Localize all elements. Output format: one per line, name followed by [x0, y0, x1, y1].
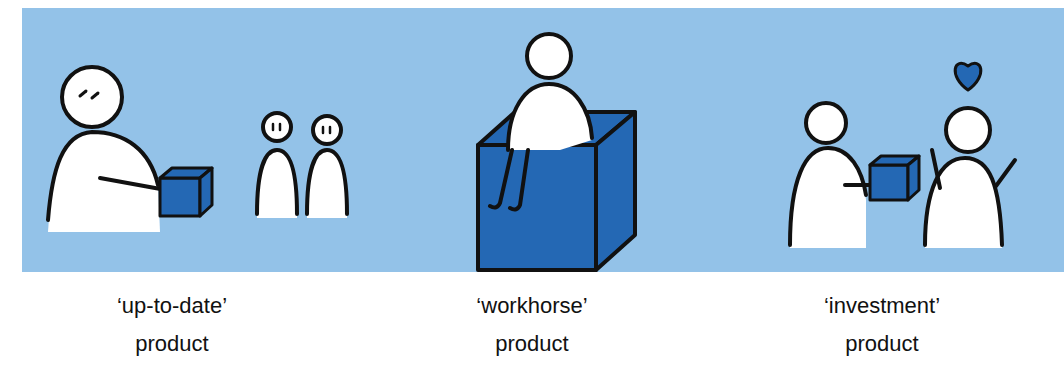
body-outline	[790, 148, 866, 245]
caption-label: ‘workhorse’ product	[447, 287, 617, 363]
body-outline	[508, 84, 592, 150]
body-fill	[48, 132, 160, 232]
body-fill	[508, 84, 592, 150]
box-side	[908, 156, 919, 200]
cube-front	[478, 145, 596, 270]
workhorse-figure	[478, 34, 635, 270]
arm	[845, 183, 872, 187]
receiver-figure	[925, 63, 1015, 248]
head	[527, 34, 571, 78]
eye	[80, 91, 86, 96]
body-outline	[307, 150, 347, 214]
head	[946, 108, 990, 152]
body-fill	[257, 150, 297, 218]
eye	[329, 127, 332, 133]
box-side	[200, 168, 212, 216]
box-front	[870, 165, 908, 200]
eye	[92, 93, 98, 98]
head	[313, 116, 341, 144]
eye	[279, 124, 282, 130]
eye	[272, 124, 275, 130]
arm	[996, 160, 1015, 186]
body-fill	[307, 150, 347, 218]
audience-figure	[257, 113, 297, 218]
arm	[932, 150, 940, 188]
eye	[322, 127, 325, 133]
body-fill	[790, 148, 866, 248]
head	[263, 113, 291, 141]
arm	[100, 178, 166, 190]
background-band	[22, 8, 1064, 272]
leg	[490, 150, 512, 207]
heart-symbol	[955, 63, 981, 90]
caption-label: ‘investment’ product	[797, 287, 967, 363]
audience-figure	[307, 116, 347, 218]
giver-figure	[790, 103, 919, 248]
presenter-figure	[48, 67, 212, 232]
caption-label: ‘up-to-date’ product	[87, 287, 257, 363]
body-outline	[257, 150, 297, 214]
head	[62, 67, 122, 127]
head	[806, 103, 846, 143]
cube-side	[596, 112, 635, 270]
box-front	[160, 178, 200, 216]
leg	[510, 150, 528, 209]
body-outline	[48, 132, 158, 220]
